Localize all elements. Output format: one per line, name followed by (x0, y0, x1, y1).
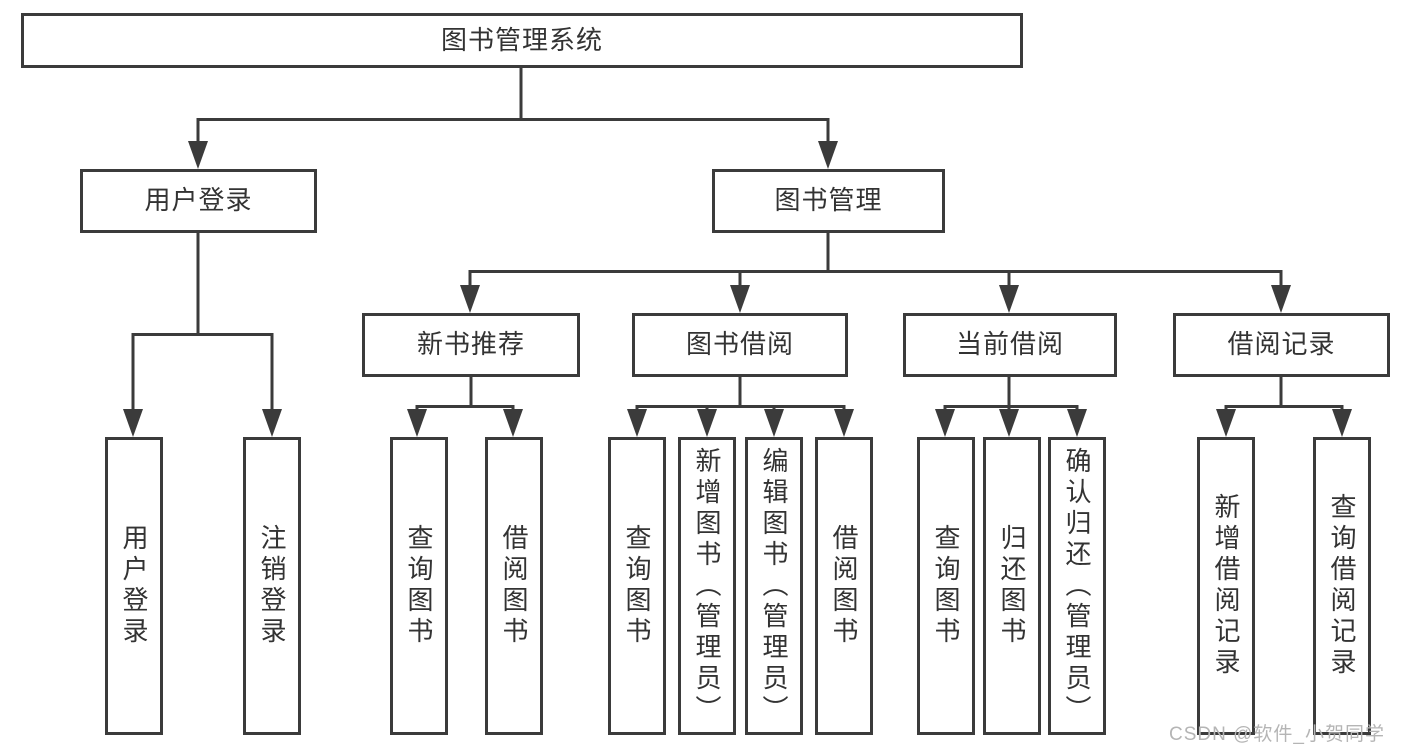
arrowhead-icon (834, 409, 854, 437)
arrowhead-icon (503, 409, 523, 437)
node-book-management: 图书管理 (712, 169, 945, 233)
arrowhead-icon (188, 141, 208, 169)
leaf-add-borrow-record: 新增借阅记录 (1197, 437, 1255, 735)
leaf-borrow-books-recommend: 借阅图书 (485, 437, 543, 735)
arrowhead-icon (627, 409, 647, 437)
node-book-borrow: 图书借阅 (632, 313, 848, 377)
arrowheads (123, 141, 1352, 437)
node-borrow-records: 借阅记录 (1173, 313, 1390, 377)
arrowhead-icon (935, 409, 955, 437)
arrowhead-icon (999, 285, 1019, 313)
connector-mgmt-to-level3 (468, 233, 1283, 289)
watermark: CSDN @软件_小贺同学 (1169, 724, 1385, 745)
arrowhead-icon (1271, 285, 1291, 313)
connector-records-to-leaves (1224, 377, 1344, 413)
connector-login-to-leaves (131, 233, 274, 413)
connector-root-to-level2 (196, 68, 830, 145)
leaf-confirm-return-admin: 确认归还（管理员） (1048, 437, 1106, 735)
connector-current-to-leaves (943, 377, 1079, 413)
leaf-query-books-borrow: 查询图书 (608, 437, 666, 735)
arrowhead-icon (764, 409, 784, 437)
arrowhead-icon (1332, 409, 1352, 437)
arrowhead-icon (407, 409, 427, 437)
leaf-add-book-admin: 新增图书（管理员） (678, 437, 736, 735)
leaf-query-books-current: 查询图书 (917, 437, 975, 735)
arrowhead-icon (999, 409, 1019, 437)
arrowhead-icon (123, 409, 143, 437)
leaf-user-login: 用户登录 (105, 437, 163, 735)
arrowhead-icon (818, 141, 838, 169)
leaf-logout: 注销登录 (243, 437, 301, 735)
leaf-query-borrow-record: 查询借阅记录 (1313, 437, 1371, 735)
node-new-book-recommend: 新书推荐 (362, 313, 580, 377)
node-root: 图书管理系统 (21, 13, 1023, 68)
arrowhead-icon (460, 285, 480, 313)
arrowhead-icon (730, 285, 750, 313)
node-user-login-branch: 用户登录 (80, 169, 317, 233)
connector-recommend-to-leaves (415, 377, 515, 413)
arrowhead-icon (1067, 409, 1087, 437)
leaf-borrow-books: 借阅图书 (815, 437, 873, 735)
node-current-borrow: 当前借阅 (903, 313, 1117, 377)
arrowhead-icon (262, 409, 282, 437)
connector-borrow-to-leaves (635, 377, 846, 413)
leaf-query-books-recommend: 查询图书 (390, 437, 448, 735)
arrowhead-icon (697, 409, 717, 437)
leaf-edit-book-admin: 编辑图书（管理员） (745, 437, 803, 735)
leaf-return-book: 归还图书 (983, 437, 1041, 735)
arrowhead-icon (1216, 409, 1236, 437)
